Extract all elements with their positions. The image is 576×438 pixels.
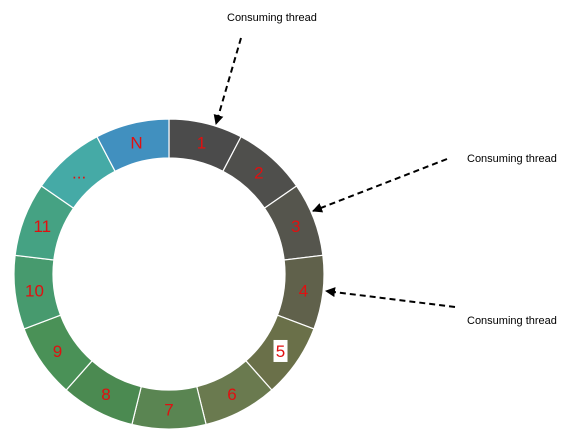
segment-labels: 1 2 3 4 5 6 7 8 9 10 11... N bbox=[25, 133, 308, 419]
segment-label-3: 3 bbox=[291, 217, 300, 236]
consumer-thread-2: Consuming thread bbox=[312, 153, 557, 213]
segment-label-11: 11 bbox=[33, 217, 51, 236]
segment-label-highlight bbox=[273, 339, 288, 362]
segment-label-8: 8 bbox=[101, 385, 110, 404]
consumer-thread-label-3: Consuming thread bbox=[467, 315, 557, 327]
consumer-arrow-2 bbox=[312, 158, 448, 213]
consumer-thread-label-2: Consuming thread bbox=[467, 153, 557, 165]
ring-segments bbox=[13, 118, 325, 430]
segment-label-4: 4 bbox=[299, 281, 308, 300]
consumer-arrow-3 bbox=[325, 287, 456, 308]
segment-label-12: ... bbox=[72, 164, 86, 183]
consumer-thread-3: Consuming thread bbox=[325, 287, 557, 327]
segment-label-2: 2 bbox=[254, 164, 263, 183]
segment-label-9: 9 bbox=[53, 342, 62, 361]
segment-label-10: 10 bbox=[25, 281, 44, 300]
segment-label-6: 6 bbox=[227, 385, 236, 404]
segment-label-5: 5 bbox=[276, 342, 285, 361]
segment-label-7: 7 bbox=[164, 401, 173, 420]
segment-label-1: 1 bbox=[197, 133, 206, 152]
segment-label-13: N bbox=[130, 133, 142, 152]
consumer-thread-1: Consuming thread bbox=[213, 12, 317, 125]
consumer-arrow-1 bbox=[213, 37, 242, 125]
consumer-thread-label-1: Consuming thread bbox=[227, 12, 317, 24]
ring-segment-13 bbox=[96, 118, 170, 173]
